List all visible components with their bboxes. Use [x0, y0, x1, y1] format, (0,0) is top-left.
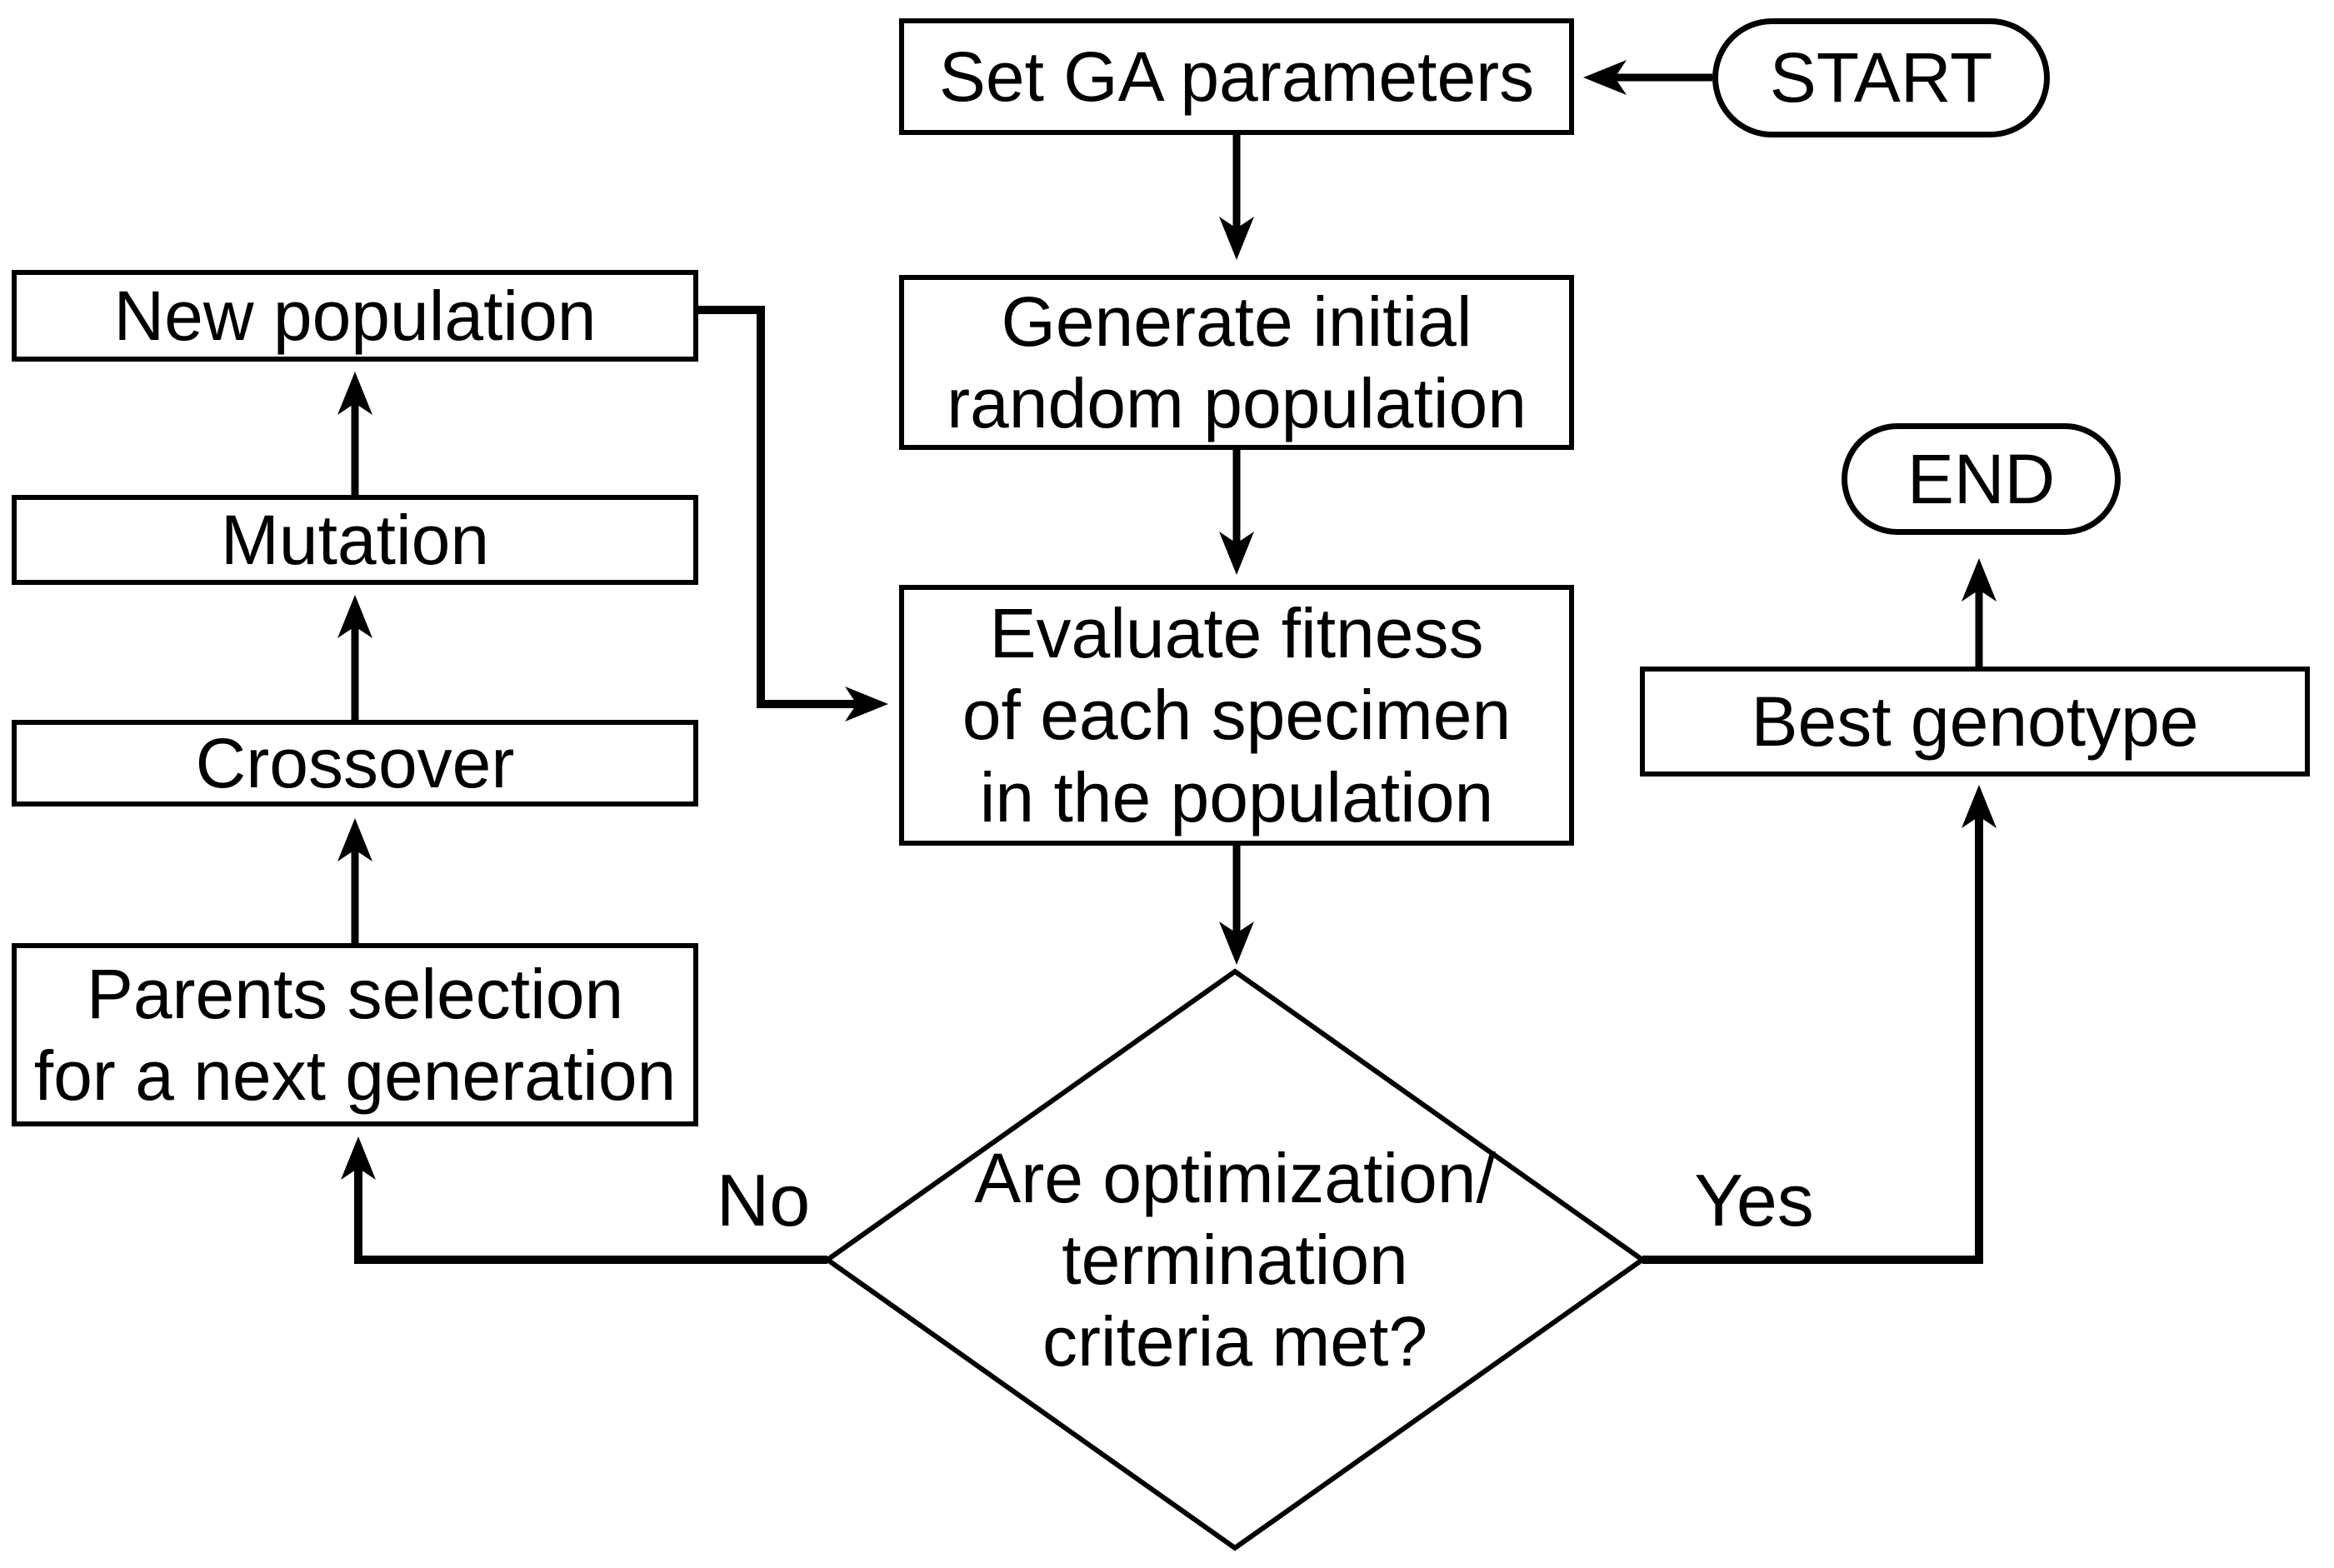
- edge-decision-no-to-parents: [341, 1136, 827, 1264]
- edge-evaluate-to-decision: [1219, 846, 1254, 965]
- node-mutation: Mutation: [12, 495, 698, 585]
- node-set-ga-parameters: Set GA parameters: [899, 18, 1574, 135]
- decision-diamond-shape: [822, 968, 1647, 1551]
- node-generate-initial-population: Generate initial random population: [899, 275, 1574, 450]
- edge-crossover-to-mutation: [337, 595, 372, 720]
- edge-bestgenotype-to-end: [1962, 558, 1997, 667]
- edge-label-yes: Yes: [1694, 1159, 1814, 1241]
- node-crossover: Crossover: [12, 720, 698, 806]
- node-start: START: [1712, 18, 2050, 137]
- node-end: END: [1842, 423, 2121, 535]
- edge-newpopulation-to-evaluate: [698, 306, 888, 722]
- edge-start-to-setga: [1583, 60, 1712, 95]
- node-decision-label: Are optimization/ termination criteria m…: [974, 1138, 1496, 1381]
- edge-mutation-to-newpopulation: [337, 372, 372, 495]
- node-evaluate-fitness: Evaluate fitness of each specimen in the…: [899, 585, 1574, 846]
- node-new-population: New population: [12, 270, 698, 362]
- node-best-genotype: Best genotype: [1640, 667, 2310, 777]
- node-parents-selection: Parents selection for a next generation: [12, 943, 698, 1126]
- edge-setga-to-generate: [1219, 135, 1254, 260]
- edge-label-no: No: [716, 1159, 811, 1241]
- edge-generate-to-evaluate: [1219, 450, 1254, 575]
- edge-parents-to-crossover: [337, 818, 372, 943]
- edge-decision-yes-to-bestgenotype: [1642, 785, 1997, 1264]
